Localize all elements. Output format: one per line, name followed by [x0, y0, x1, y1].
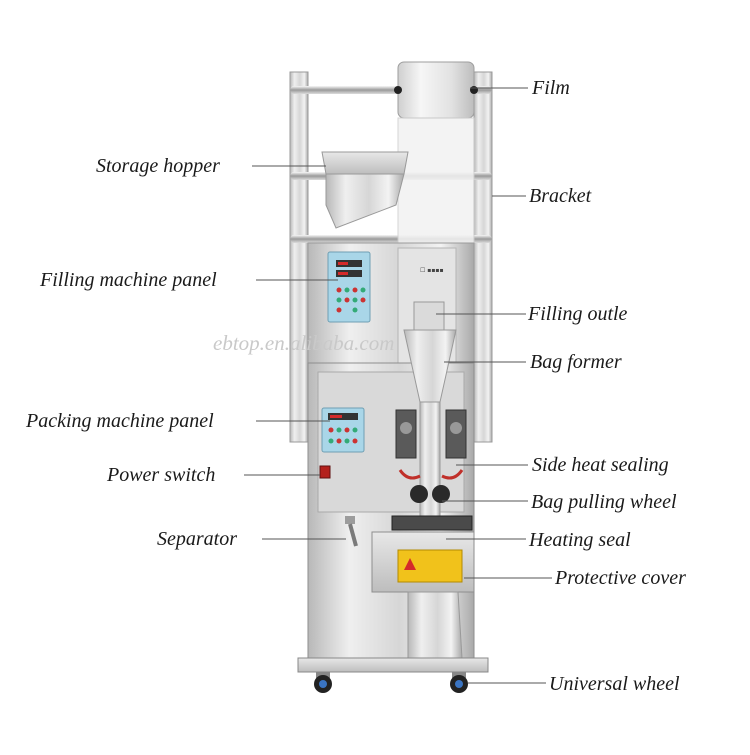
storage-hopper: [321, 151, 409, 229]
label-film: Film: [532, 77, 570, 99]
watermark: ebtop.en.alibaba.com: [213, 331, 395, 355]
power-switch[interactable]: [319, 465, 331, 479]
heating-seal: [391, 515, 473, 531]
label-protective-cover: Protective cover: [555, 567, 686, 589]
label-heating-seal: Heating seal: [529, 529, 631, 551]
protective-cover: [371, 531, 475, 593]
label-universal-wheel: Universal wheel: [549, 673, 680, 695]
svg-text:☐ ▪▪▪▪: ☐ ▪▪▪▪: [420, 267, 444, 274]
separator: [345, 516, 358, 547]
leader-lines: [244, 87, 552, 684]
filling-machine-panel: [327, 251, 371, 323]
machine-base: [297, 657, 489, 673]
bag-pulling-wheel: [410, 485, 450, 503]
side-heat-sealing: [395, 409, 467, 480]
label-power-switch: Power switch: [107, 464, 216, 486]
label-side-heat-sealing: Side heat sealing: [532, 454, 669, 476]
film-roll: [394, 61, 478, 249]
universal-wheel: [314, 672, 468, 693]
label-storage-hopper: Storage hopper: [96, 155, 220, 177]
packing-machine-panel: [321, 407, 365, 453]
label-bag-former: Bag former: [530, 351, 622, 373]
label-bracket: Bracket: [529, 185, 592, 207]
filling-outlet: [413, 301, 445, 331]
label-packing-machine-panel: Packing machine panel: [26, 410, 214, 432]
label-filling-outlet: Filling outle: [528, 303, 628, 325]
label-bag-pulling-wheel: Bag pulling wheel: [531, 491, 677, 513]
label-filling-machine-panel: Filling machine panel: [40, 269, 217, 291]
label-separator: Separator: [157, 528, 237, 550]
discharge-chute: [407, 591, 463, 659]
